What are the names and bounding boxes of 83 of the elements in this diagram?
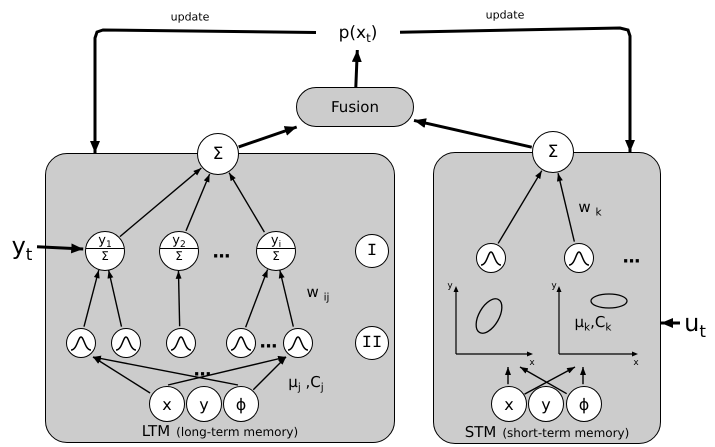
sum-symbol: Σ — [548, 142, 558, 162]
edge-label: update — [168, 10, 212, 24]
likelihood-node — [256, 231, 296, 271]
state-variable-node — [223, 386, 259, 422]
ellipsis: ... — [622, 246, 640, 268]
state-variable-node — [186, 386, 222, 422]
parameter-label: μ$_{k}$,C$_{k}$ — [574, 313, 612, 331]
arrow — [400, 26, 635, 152]
variable-symbol: ϕ — [578, 394, 590, 414]
arrow — [505, 367, 511, 384]
axis-label: y — [447, 281, 453, 291]
arrow — [107, 270, 122, 327]
probability-label: p(x$_{t}$) — [338, 23, 378, 43]
state-variable-node — [566, 386, 602, 422]
input-label: u$_{t}$ — [684, 309, 706, 337]
arrow — [661, 318, 680, 328]
arrow — [176, 270, 182, 326]
level-numeral: II — [362, 334, 382, 352]
arrow — [168, 356, 286, 386]
arrow — [92, 356, 150, 394]
level-numeral: I — [366, 242, 378, 260]
sum-symbol: Σ — [175, 249, 183, 264]
fusion-label: Fusion — [331, 98, 379, 116]
output-variable: y$_{1}$ — [98, 233, 112, 248]
weight-label: w $_{k}$ — [578, 198, 602, 216]
arrow — [228, 172, 265, 232]
axis-label: y — [551, 281, 557, 291]
arrow — [252, 356, 286, 390]
sum-node — [197, 133, 239, 175]
sum-symbol: Σ — [101, 249, 109, 264]
likelihood-node — [159, 231, 199, 271]
arrow — [556, 173, 576, 242]
panel-subtitle: (long-term memory) — [176, 425, 298, 439]
sum-symbol: Σ — [212, 144, 224, 164]
likelihood-node — [85, 231, 125, 271]
parameter-label: μ$_{j}$ ,C$_{j}$ — [288, 373, 324, 391]
gaussian-node — [226, 328, 256, 358]
state-variable-node — [528, 386, 564, 422]
arrow — [90, 28, 316, 153]
level-marker — [355, 234, 389, 268]
arrow — [580, 367, 586, 384]
variable-symbol: x — [504, 394, 514, 414]
output-variable: y$_{2}$ — [172, 233, 186, 248]
arrow — [36, 243, 84, 254]
variable-symbol: x — [162, 394, 172, 414]
gaussian-node — [166, 328, 196, 358]
panel-subtitle: (short-term memory) — [502, 426, 630, 440]
state-variable-node — [149, 386, 185, 422]
arrow — [352, 50, 362, 88]
ellipsis: ... — [259, 332, 277, 352]
axis-label: x — [633, 358, 639, 368]
sum-symbol: Σ — [272, 249, 280, 264]
arrow — [498, 170, 542, 244]
panel-title: LTM — [142, 422, 170, 440]
axis-label: x — [529, 358, 535, 368]
state-variable-node — [491, 386, 527, 422]
panel-title: STM — [464, 423, 496, 441]
arrow — [119, 168, 202, 238]
fusion-box — [296, 87, 414, 127]
arrow — [414, 118, 532, 149]
gaussian-node — [66, 328, 96, 358]
gaussian-node — [111, 328, 141, 358]
gaussian-node — [283, 328, 313, 358]
arrow — [524, 366, 576, 395]
arrow — [92, 356, 238, 386]
arrow — [244, 269, 268, 328]
variable-symbol: y — [199, 394, 209, 414]
input-label: y$_{t}$ — [12, 232, 32, 260]
arrow — [238, 126, 298, 148]
sum-node — [532, 131, 574, 173]
arrow — [185, 174, 210, 232]
variable-symbol: y — [541, 394, 551, 414]
gaussian-node — [476, 243, 506, 273]
arrow — [520, 366, 568, 394]
weight-label: w $_{ij}$ — [306, 283, 330, 301]
arrow — [278, 270, 294, 327]
ellipsis: ... — [212, 242, 230, 262]
edge-label: update — [484, 8, 526, 22]
arrow — [83, 270, 100, 327]
output-variable: y$_{i}$ — [270, 233, 282, 248]
gaussian-node — [564, 243, 594, 273]
variable-symbol: ϕ — [236, 394, 246, 414]
level-marker — [355, 326, 389, 360]
